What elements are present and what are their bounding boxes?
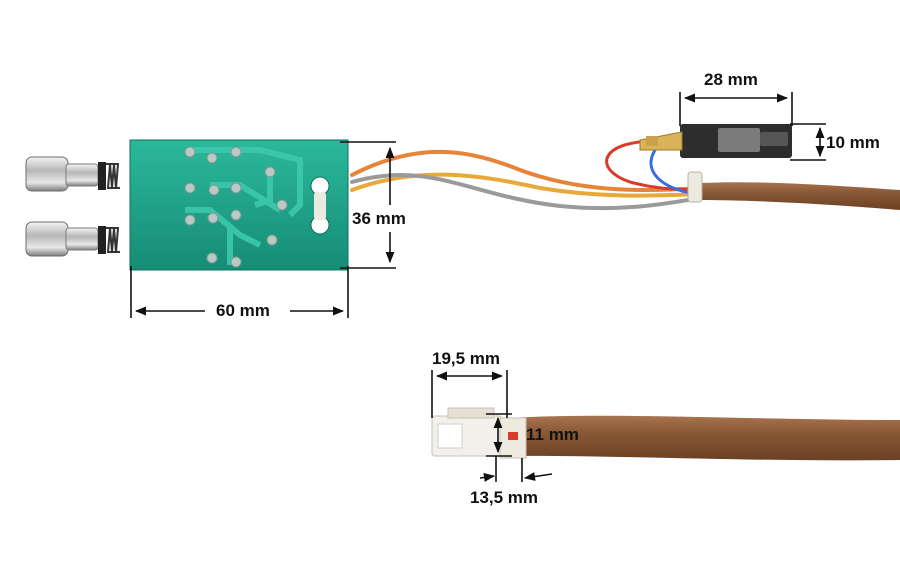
plug-bottom [25, 221, 120, 257]
lower-cable [510, 415, 900, 461]
connector-length-label: 19,5 mm [432, 349, 500, 368]
switch-width-label: 28 mm [704, 70, 758, 89]
cable-tie [687, 171, 703, 203]
pcb-width-label: 60 mm [216, 301, 270, 320]
wire-grey [350, 173, 702, 211]
micro-switch [639, 124, 792, 158]
wire-red [605, 140, 702, 191]
upper-cable [700, 182, 900, 210]
connector-height-label: 11 mm [526, 425, 579, 444]
wire-bundle [350, 140, 702, 211]
plug-top [25, 156, 120, 192]
white-connector [431, 407, 527, 459]
pcb-height-label: 36 mm [352, 209, 406, 228]
connector-body-label: 13,5 mm [470, 488, 538, 507]
wire-orange [350, 149, 702, 193]
switch-height-label: 10 mm [826, 133, 880, 152]
dimension-labels: 36 mm 60 mm 28 mm 10 mm 19,5 mm 11 mm 13… [216, 70, 880, 507]
pcb-board [129, 139, 349, 271]
dimension-lines [130, 92, 826, 482]
